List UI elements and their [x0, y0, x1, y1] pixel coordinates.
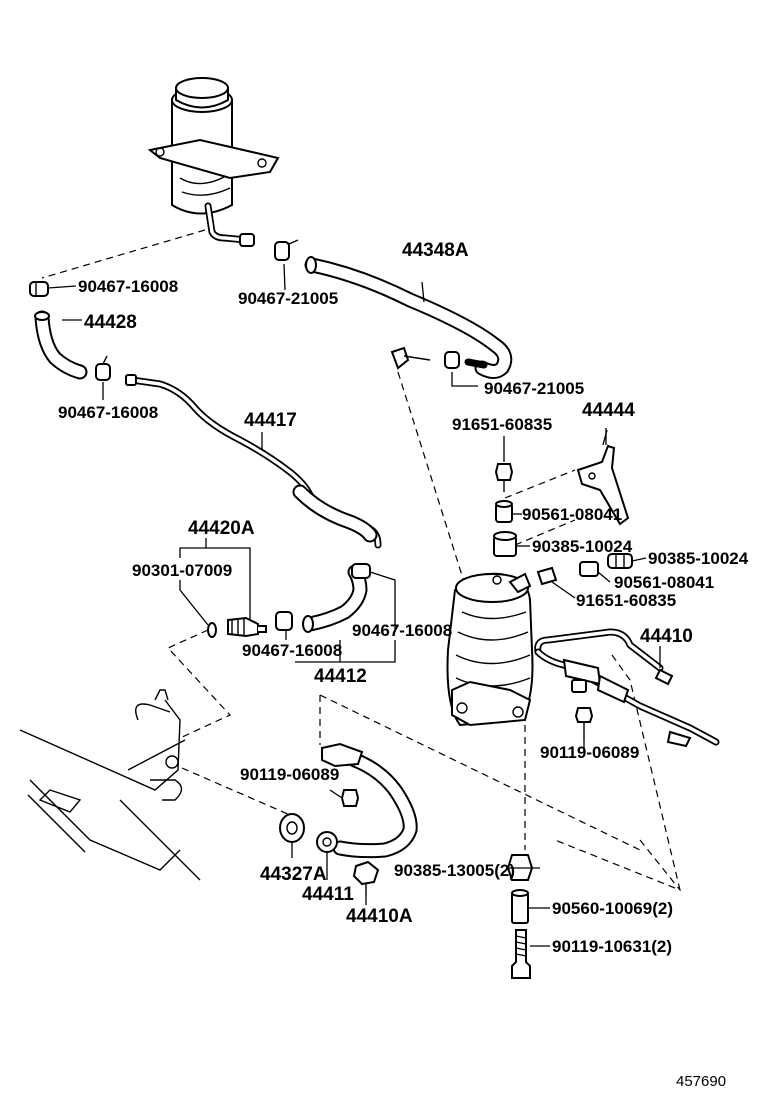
label-44417: 44417: [244, 410, 297, 431]
hose-44428: [34, 310, 88, 380]
union-fitting-upper: [390, 346, 488, 370]
dashed-guide-lines: [41, 229, 681, 891]
label-90467-16008-c: 90467-16008: [352, 621, 452, 640]
label-44411: 44411: [302, 884, 354, 905]
union-44410A: [352, 860, 380, 896]
label-44410: 44410: [640, 626, 693, 647]
label-90467-21005-b: 90467-21005: [484, 379, 584, 398]
collar-90561-08041-upper: [495, 500, 513, 523]
collar-90561-08041-lower: [579, 561, 599, 577]
label-44412: 44412: [314, 666, 367, 687]
label-90385-10024-a: 90385-10024: [532, 537, 633, 556]
label-44410A: 44410A: [346, 906, 413, 927]
diagram-reference-number: 457690: [676, 1073, 726, 1090]
pipe-44417: [125, 374, 382, 549]
reservoir-tank: [147, 77, 280, 247]
label-90119-06089-a: 90119-06089: [540, 743, 639, 762]
bolt-91651-60835-lower: [536, 566, 558, 586]
leader-lines: [47, 263, 661, 947]
collar-90560-10069: [511, 889, 529, 924]
label-91651-60835-b: 91651-60835: [576, 591, 676, 610]
label-90301-07009: 90301-07009: [132, 561, 232, 580]
spacer-90385-10024-right: [607, 553, 633, 569]
hose-44348A: [304, 256, 513, 379]
hose-44411: [316, 742, 418, 859]
steering-gear-housing: [19, 689, 201, 881]
label-90561-08041-b: 90561-08041: [614, 573, 714, 592]
clamp-90467-21005-upper: [274, 239, 299, 261]
label-90385-10024-b: 90385-10024: [648, 549, 749, 568]
spacer-90385-10024-left: [493, 531, 517, 557]
bolt-90119-06089-right: [574, 707, 594, 740]
pressure-tube-44410: [534, 628, 720, 748]
bolt-91651-60835-upper: [494, 463, 514, 492]
union-bolt-44420A: [207, 616, 267, 638]
label-90119-10631: 90119-10631(2): [552, 937, 672, 956]
clamp-90467-16008-upper: [29, 281, 49, 297]
label-90467-16008-a: 90467-16008: [78, 277, 178, 296]
label-90385-13005: 90385-13005(2): [394, 861, 515, 880]
part-labels: 44348A 90467-16008 90467-21005 44428 904…: [58, 240, 749, 1090]
label-90119-06089-b: 90119-06089: [240, 765, 339, 784]
label-90467-21005-a: 90467-21005: [238, 289, 338, 308]
label-44428: 44428: [84, 312, 137, 333]
seal-44327A: [279, 813, 305, 843]
label-44327A: 44327A: [260, 864, 327, 885]
clamp-90467-16008-lower: [275, 611, 293, 631]
label-44348A: 44348A: [402, 240, 469, 261]
hose-44412: [302, 563, 371, 633]
label-91651-60835-a: 91651-60835: [452, 415, 552, 434]
clamp-90467-16008-mid: [95, 355, 111, 381]
label-44444: 44444: [582, 400, 635, 421]
label-90467-16008-b: 90467-16008: [58, 403, 158, 422]
label-90561-08041-a: 90561-08041: [522, 505, 622, 524]
bolt-90119-10631: [511, 929, 531, 979]
vane-pump: [446, 572, 534, 727]
label-90467-16008-d: 90467-16008: [242, 641, 342, 660]
label-90560-10069: 90560-10069(2): [552, 899, 673, 918]
label-44420A: 44420A: [188, 518, 255, 539]
bolt-90119-06089-left: [340, 789, 360, 807]
